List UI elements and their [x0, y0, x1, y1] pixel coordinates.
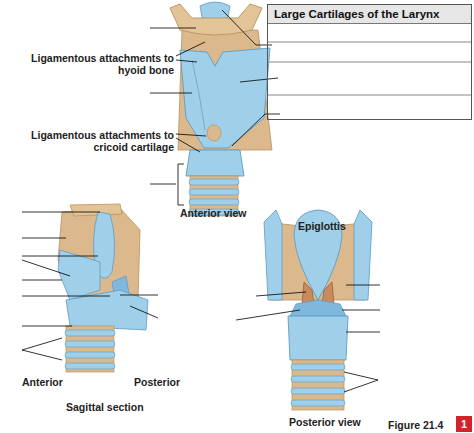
leader-line	[150, 184, 176, 185]
trachea-bracket	[178, 164, 184, 205]
view-caption: Anterior view	[180, 207, 270, 219]
tracheal-ring	[65, 352, 115, 358]
table-row-line	[267, 42, 472, 43]
hyoid-bone	[170, 4, 262, 35]
part-label: Epiglottis	[298, 220, 358, 232]
tracheal-ring	[189, 199, 239, 205]
table-box: Large Cartilages of the Larynx	[267, 4, 472, 120]
leader-line	[176, 138, 200, 152]
tracheal-ring	[189, 189, 239, 195]
trachea	[292, 360, 344, 410]
direction-label: Posterior	[134, 376, 194, 388]
leader-line	[240, 78, 278, 82]
leader-line	[22, 296, 110, 297]
thyroid-cartilage	[180, 48, 270, 148]
direction-label: Anterior	[22, 376, 82, 388]
tracheal-ring	[291, 364, 345, 370]
figure-number: Figure 21.4	[388, 419, 454, 431]
leader-line	[22, 260, 70, 276]
leader-line	[344, 380, 378, 392]
leader-line	[344, 372, 378, 380]
table-row-line	[267, 62, 472, 63]
leader-line	[130, 306, 158, 318]
leader-line	[176, 42, 205, 56]
thyroid-shading	[192, 60, 205, 130]
hyoid-bone	[70, 204, 122, 216]
node-text: Large Cartilages of the Larynx	[268, 5, 471, 24]
leader-line	[22, 212, 100, 213]
leader-line	[22, 338, 62, 350]
arytenoid-cartilage	[290, 300, 346, 316]
page-badge: 1	[456, 416, 472, 432]
leader-line	[22, 280, 62, 281]
tracheal-ring	[65, 363, 115, 369]
leader-line	[232, 114, 265, 146]
annotation-label: Ligamentous attachments to cricoid carti…	[22, 129, 174, 153]
tracheal-ring	[291, 388, 345, 394]
thyroid-horn	[264, 210, 282, 300]
leader-line	[176, 60, 197, 62]
leader-line	[22, 350, 62, 360]
leader-line	[22, 238, 66, 239]
cricoid-cartilage	[288, 316, 348, 360]
tracheal-ring	[291, 400, 345, 406]
leader-line	[176, 134, 206, 136]
leader-line	[22, 326, 72, 327]
leader-line	[346, 332, 380, 333]
cricoid-cartilage	[186, 150, 244, 176]
leader-line	[150, 28, 196, 29]
leader-line	[256, 292, 306, 296]
tracheal-ring	[291, 376, 345, 382]
trachea	[66, 326, 114, 372]
leader-line	[256, 45, 272, 46]
leader-line	[346, 285, 380, 286]
annotation-label: Ligamentous attachments to hyoid bone	[22, 52, 174, 76]
leader-line	[120, 295, 158, 296]
view-caption: Posterior view	[289, 416, 379, 428]
table-row-line	[267, 95, 472, 96]
thyroid-cartilage	[58, 250, 100, 300]
leader-line	[342, 310, 380, 311]
leader-line	[22, 256, 98, 257]
node-text: 1	[456, 416, 472, 432]
thyroid-horn	[354, 210, 372, 300]
view-caption: Sagittal section	[66, 401, 166, 413]
tracheal-ring	[65, 330, 115, 336]
leader-line	[236, 310, 300, 320]
leader-line	[150, 93, 192, 94]
cricothyroid-ligament	[207, 125, 221, 141]
leader-line	[222, 10, 256, 45]
tracheal-ring	[189, 179, 239, 185]
tracheal-ring	[65, 341, 115, 347]
